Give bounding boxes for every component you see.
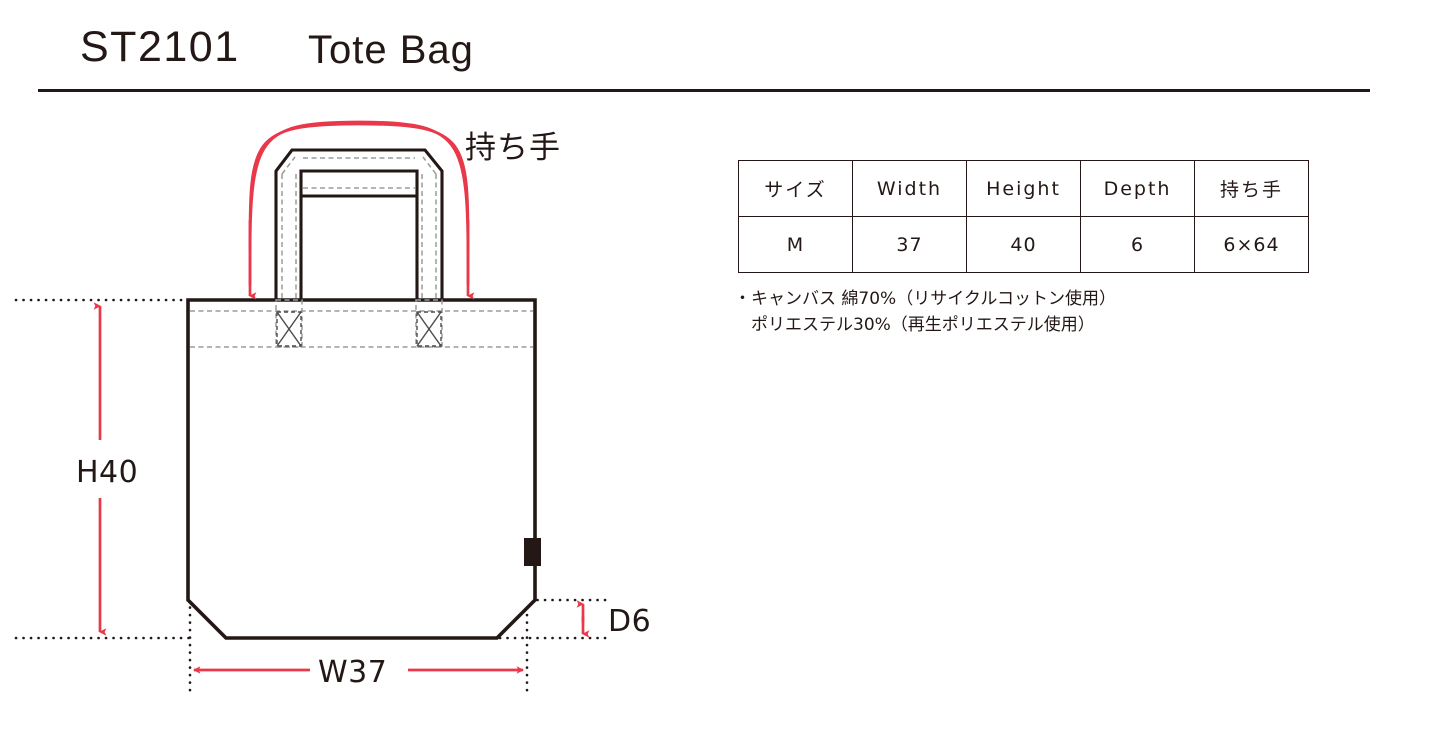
tote-bag-technical-drawing: 持ち手 H40 W37 D6 [0, 100, 700, 720]
bag-body-outline [186, 298, 537, 640]
handle-callout-label: 持ち手 [465, 130, 561, 166]
cell-depth: 6 [1080, 216, 1195, 273]
x-box-stitch-right [416, 311, 442, 347]
cell-size: M [738, 216, 853, 273]
bag-body [186, 298, 537, 640]
brand-tab [524, 538, 541, 566]
depth-dimension-label: D6 [608, 604, 651, 639]
specification-table: サイズ Width Height Depth 持ち手 M 37 40 6 6×6… [738, 160, 1309, 273]
page-header: ST2101 Tote Bag [0, 0, 1429, 100]
bag-stitching [190, 310, 533, 348]
cell-handle: 6×64 [1194, 216, 1309, 273]
depth-dimension: D6 [576, 600, 651, 639]
material-line-1: ・キャンバス 綿70%（リサイクルコットン使用） [734, 289, 1116, 309]
height-dimension: H40 [76, 302, 138, 636]
height-dimension-label: H40 [76, 455, 138, 490]
table-header-width: Width [852, 160, 967, 217]
table-header-height: Height [966, 160, 1081, 217]
width-dimension-label: W37 [318, 655, 387, 690]
material-line-2: ポリエステル30%（再生ポリエステル使用） [751, 315, 1095, 336]
table-header-row: サイズ Width Height Depth 持ち手 [738, 160, 1309, 217]
product-code: ST2101 [80, 23, 240, 71]
table-header-size: サイズ [738, 160, 853, 217]
cell-width: 37 [852, 216, 967, 273]
material-composition-note: ・キャンバス 綿70%（リサイクルコットン使用） ポリエステル30%（再生ポリエ… [734, 286, 1254, 339]
product-name: Tote Bag [308, 28, 474, 72]
handle-outline [274, 148, 444, 302]
extension-lines [14, 298, 614, 694]
bag-handle [274, 148, 444, 302]
handle-callout-arc [248, 120, 470, 286]
x-box-stitch-left [276, 311, 302, 347]
table-header-handle: 持ち手 [1194, 160, 1309, 217]
width-dimension: W37 [193, 655, 524, 690]
cell-height: 40 [966, 216, 1081, 273]
header-divider [38, 89, 1370, 92]
handle-attachment-straps [275, 299, 443, 348]
handle-arc [248, 122, 470, 251]
table-header-depth: Depth [1080, 160, 1195, 217]
table-row: M 37 40 6 6×64 [738, 216, 1309, 273]
